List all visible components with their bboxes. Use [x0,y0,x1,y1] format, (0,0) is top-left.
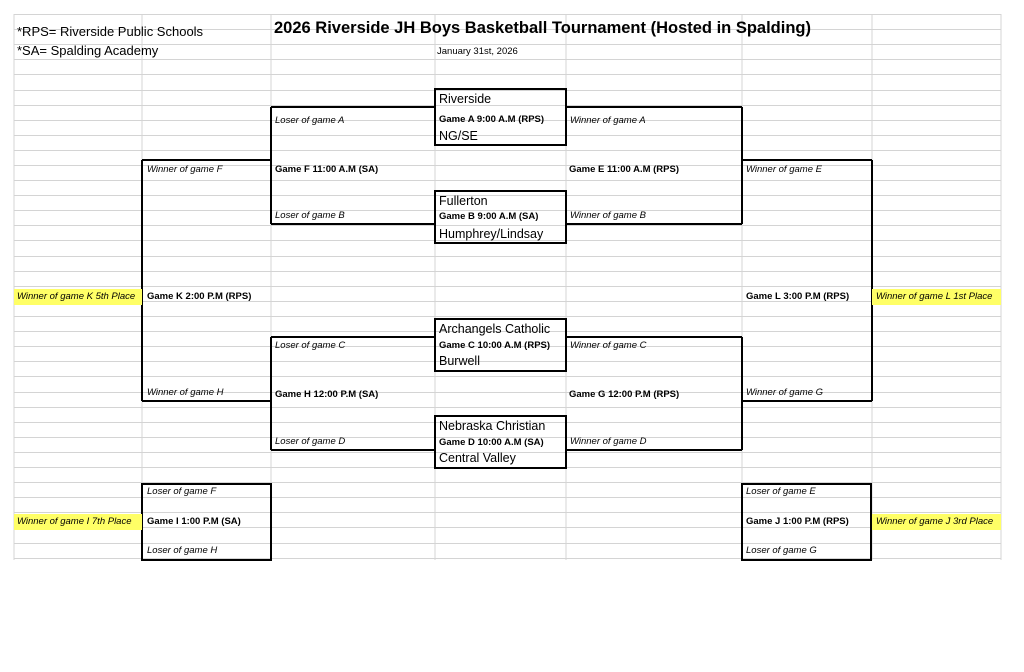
feed-winner-b: Winner of game B [570,210,646,221]
placement-game-k: Winner of game K 5th Place [17,291,136,302]
game-h-label: Game H 12:00 P.M (SA) [275,389,379,400]
feed-winner-a: Winner of game A [570,115,646,126]
game-c-label: Game C 10:00 A.M (RPS) [439,340,551,351]
feed-loser-c: Loser of game C [275,340,346,351]
game-j-box [741,483,872,561]
legend-sa: *SA= Spalding Academy [17,43,159,58]
team-burwell: Burwell [439,354,480,368]
feed-winner-d: Winner of game D [570,436,647,447]
placement-game-l: Winner of game L 1st Place [876,291,993,302]
feed-loser-f: Loser of game F [147,486,217,497]
game-a-box [434,88,567,146]
game-d-label: Game D 10:00 A.M (SA) [439,437,544,448]
feed-loser-g: Loser of game G [746,545,817,556]
game-c-box [434,318,567,372]
placement-game-i: Winner of game I 7th Place [17,516,132,527]
team-nebraska-christian: Nebraska Christian [439,419,546,433]
game-l-label: Game L 3:00 P.M (RPS) [746,291,850,302]
game-j-label: Game J 1:00 P.M (RPS) [746,516,849,527]
team-riverside: Riverside [439,92,492,106]
team-ngse: NG/SE [439,129,478,143]
team-humphrey-lindsay: Humphrey/Lindsay [439,227,544,241]
legend-rps: *RPS= Riverside Public Schools [17,24,204,39]
game-b-label: Game B 9:00 A.M (SA) [439,211,539,222]
feed-winner-c: Winner of game C [570,340,647,351]
feed-winner-f: Winner of game F [147,164,223,175]
game-d-box [434,415,567,469]
game-k-label: Game K 2:00 P.M (RPS) [147,291,252,302]
team-archangels-catholic: Archangels Catholic [439,322,551,336]
tournament-date: January 31st, 2026 [437,46,518,57]
highlight-game-l [872,289,1001,305]
game-i-box [141,483,272,561]
feed-loser-b: Loser of game B [275,210,345,221]
game-i-label: Game I 1:00 P.M (SA) [147,516,241,527]
feed-loser-h: Loser of game H [147,545,218,556]
highlight-game-j [872,514,1001,530]
page-title: 2026 Riverside JH Boys Basketball Tourna… [274,19,811,37]
feed-winner-h: Winner of game H [147,387,224,398]
feed-winner-e: Winner of game E [746,164,822,175]
feed-loser-a: Loser of game A [275,115,345,126]
game-g-label: Game G 12:00 P.M (RPS) [569,389,680,400]
game-e-label: Game E 11:00 A.M (RPS) [569,164,679,175]
highlight-game-i [14,514,142,530]
team-central-valley: Central Valley [439,451,516,465]
game-a-label: Game A 9:00 A.M (RPS) [439,114,545,125]
team-fullerton: Fullerton [439,194,488,208]
placement-game-j: Winner of game J 3rd Place [876,516,994,527]
feed-winner-g: Winner of game G [746,387,824,398]
feed-loser-e: Loser of game E [746,486,816,497]
highlight-game-k [14,289,142,305]
game-b-box [434,190,567,244]
game-f-label: Game F 11:00 A.M (SA) [275,164,379,175]
feed-loser-d: Loser of game D [275,436,346,447]
